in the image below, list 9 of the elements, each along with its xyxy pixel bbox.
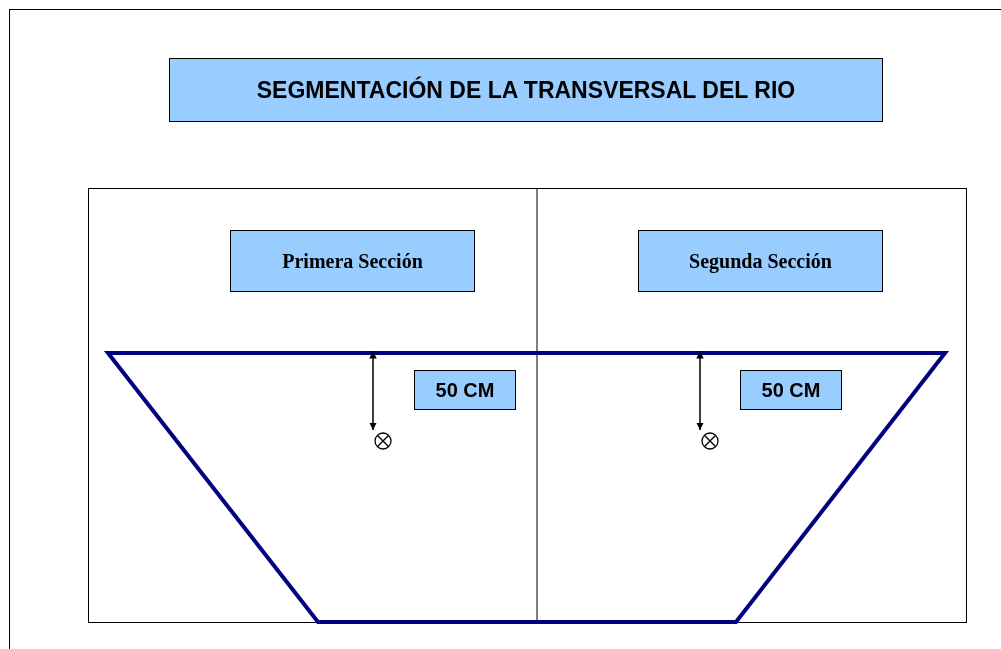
section-label: 50 CM [761, 378, 821, 403]
title: SEGMENTACIÓN DE LA TRANSVERSAL DEL RIO [256, 75, 796, 105]
label-box [740, 370, 842, 410]
label-box [414, 370, 516, 410]
section-label: Segunda Sección [689, 249, 832, 275]
label-box [230, 230, 475, 292]
section-label: 50 CM [435, 378, 495, 403]
section-label: Primera Sección [282, 249, 423, 274]
label-box [638, 230, 883, 292]
